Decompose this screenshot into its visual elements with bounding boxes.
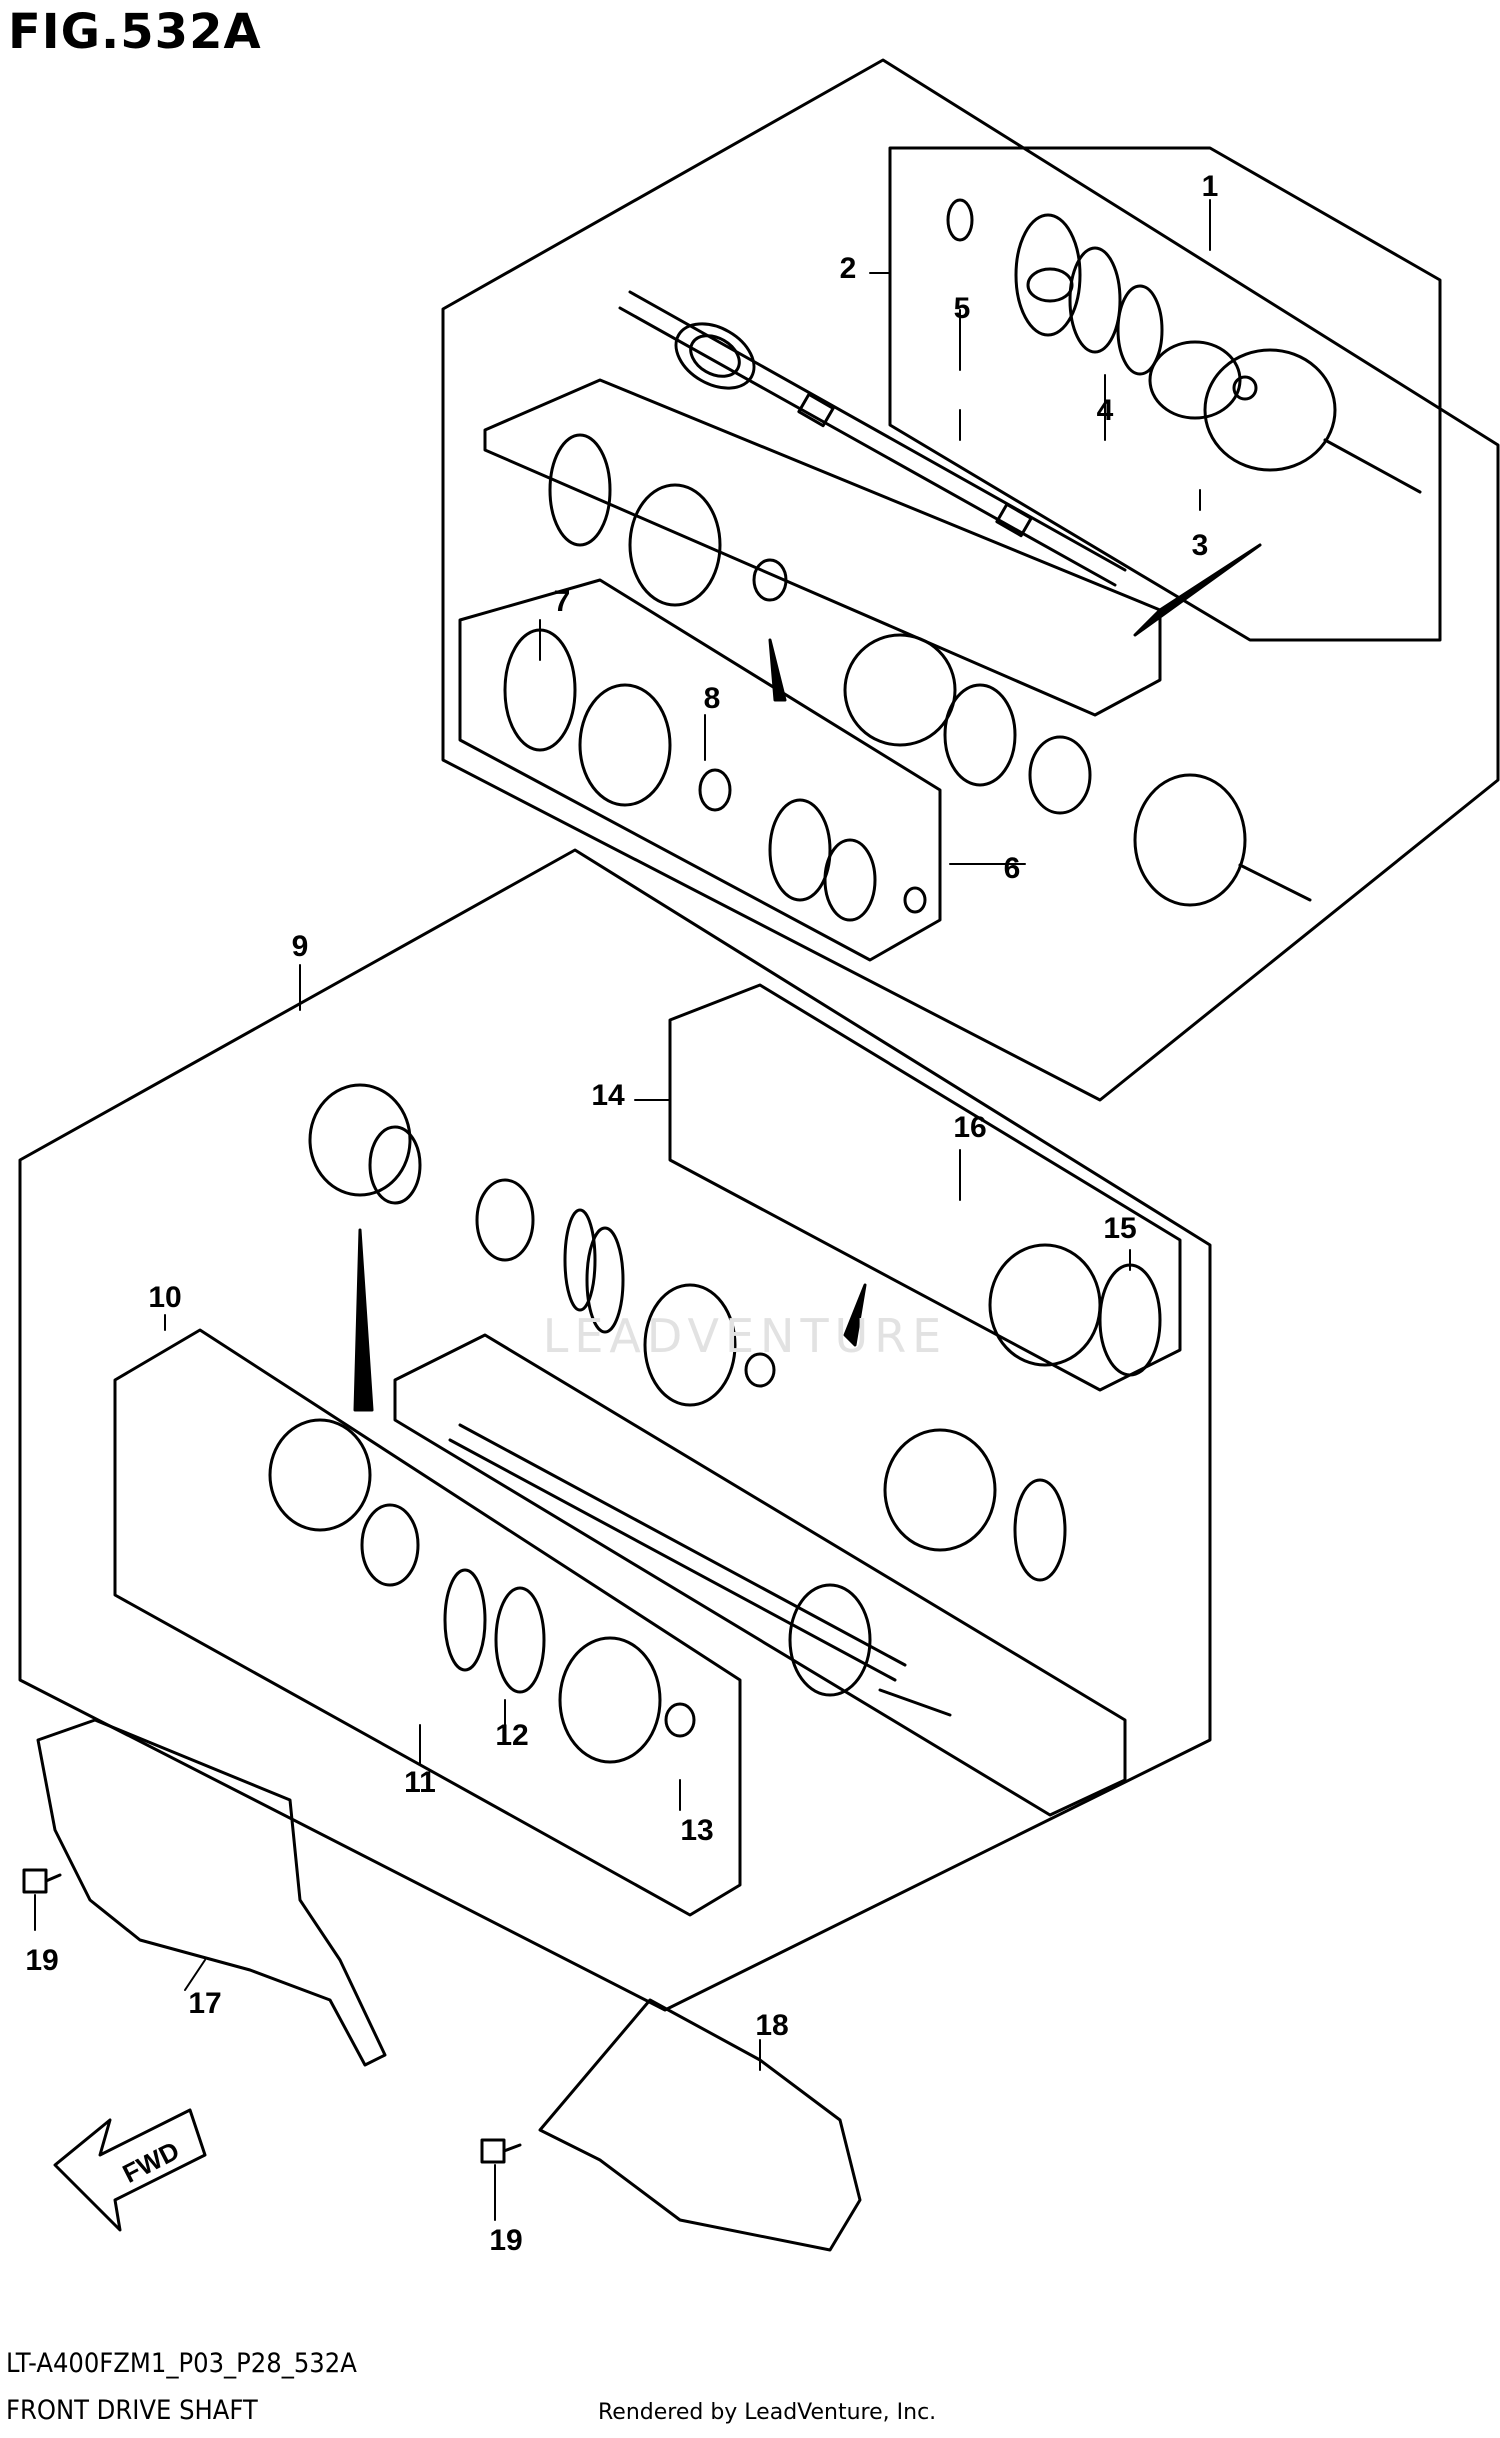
callout-6: 6 [1004, 852, 1021, 885]
guard-18-icon [538, 1998, 862, 2252]
upper-shaft-icon [618, 290, 1127, 587]
boot-kit-frame-6 [483, 378, 1162, 717]
bolt-19-lower-icon [480, 2138, 522, 2164]
callout-16: 16 [953, 1111, 986, 1144]
callout-10: 10 [148, 1281, 181, 1314]
guard-17-icon [36, 1718, 387, 2067]
callout-4: 4 [1097, 394, 1114, 427]
callout-17: 17 [188, 1987, 221, 2020]
outer-joint-subgroup-frame [888, 146, 1442, 642]
callout-11: 11 [404, 1766, 436, 1799]
boot-kit-frame-14 [668, 983, 1182, 1392]
callout-2: 2 [840, 252, 857, 285]
bolt-19-upper-icon [22, 1868, 62, 1894]
callout-18: 18 [755, 2009, 788, 2042]
outer-joint-icon [946, 198, 1422, 494]
section-name: FRONT DRIVE SHAFT [6, 2395, 258, 2426]
direction-arrow-lower-left [353, 1228, 374, 1412]
boot-kit-frame-7 [458, 578, 942, 962]
callout-7: 7 [554, 585, 571, 618]
callout-13: 13 [680, 1814, 713, 1847]
callout-12: 12 [495, 1719, 528, 1752]
callout-14: 14 [591, 1079, 625, 1112]
callout-1: 1 [1202, 170, 1219, 203]
callout-19-lower: 19 [489, 2224, 522, 2257]
boot-set-icon [503, 433, 1312, 922]
callout-19-upper: 19 [25, 1944, 58, 1977]
inner-joint-frame-10 [113, 1328, 742, 1917]
direction-arrow-lower-right [843, 1283, 867, 1347]
watermark: LEADVENTURE [543, 1309, 948, 1363]
leader-lines [34, 199, 1211, 2221]
callout-9: 9 [292, 930, 309, 963]
lower-assembly-frame [18, 848, 1212, 2012]
callout-3: 3 [1192, 529, 1209, 562]
lower-shaft-frame [393, 1333, 1127, 1817]
callout-8: 8 [704, 682, 721, 715]
lower-shaft-icon [448, 1423, 952, 1717]
direction-arrow-upper [1133, 543, 1262, 637]
fwd-arrow-icon [53, 2108, 207, 2232]
figure-title: FIG.532A [8, 4, 262, 60]
upper-assembly-frame [441, 58, 1500, 1102]
callout-15: 15 [1103, 1212, 1136, 1245]
inner-joint-icon [268, 1083, 1162, 1764]
rendered-by: Rendered by LeadVenture, Inc. [598, 2400, 937, 2425]
direction-arrow-mid [768, 638, 787, 702]
callout-5: 5 [954, 292, 971, 325]
model-code: LT-A400FZM1_P03_P28_532A [6, 2348, 357, 2379]
